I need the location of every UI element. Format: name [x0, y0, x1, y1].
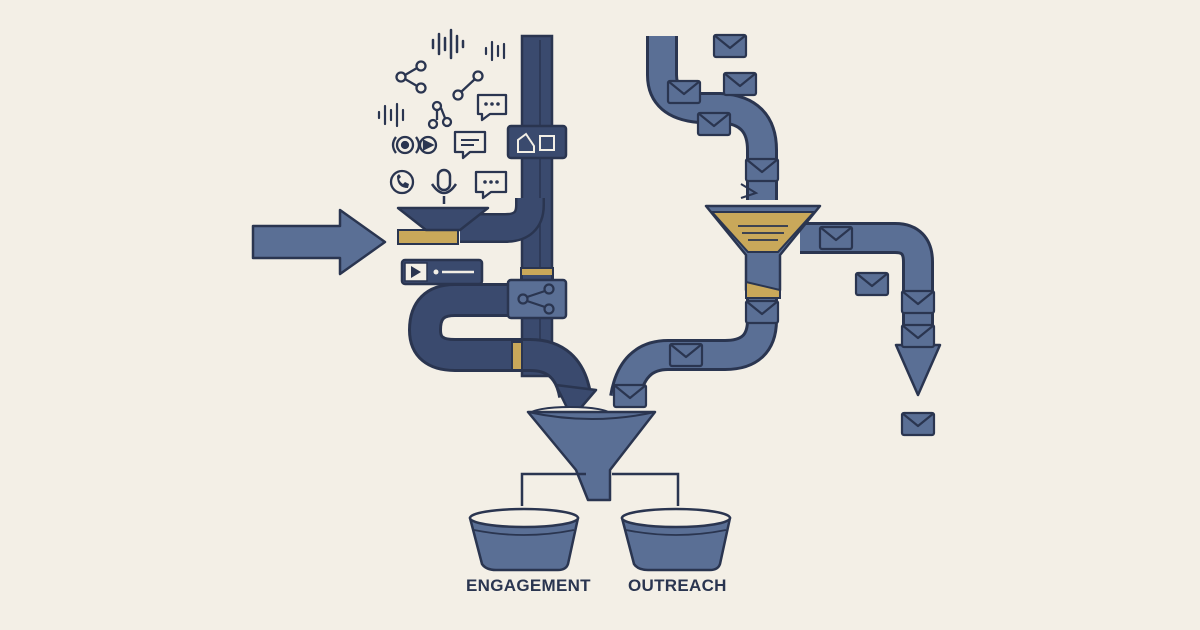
sound-wave-icon [484, 40, 506, 62]
sound-wave-icon [431, 28, 465, 60]
audio-icon [418, 135, 438, 155]
envelope-icon [744, 299, 780, 325]
envelope-icon [666, 79, 702, 105]
image-gallery-icon [506, 124, 568, 160]
share-network-icon [452, 70, 484, 101]
bucket-icon [620, 507, 732, 572]
envelope-icon [818, 225, 854, 251]
outreach-label: OUTREACH [628, 576, 727, 595]
right-lower-pipe [609, 255, 778, 402]
right-output-pipe [800, 222, 934, 345]
gold-funnel-icon [704, 204, 822, 299]
bucket-icon [468, 507, 580, 572]
envelope-icon [612, 383, 648, 409]
envelope-icon [722, 71, 758, 97]
chat-bubble-icon [476, 93, 508, 122]
envelope-icon [668, 342, 704, 368]
share-network-icon [427, 100, 453, 130]
small-funnel-icon [396, 206, 490, 232]
envelope-icon [900, 411, 936, 437]
video-player-icon [400, 258, 484, 286]
audio-icon [391, 135, 421, 155]
envelope-icon [900, 323, 936, 349]
chat-bubble-icon [453, 130, 487, 160]
right-top-pipe [646, 36, 778, 200]
branch-lines [520, 472, 680, 506]
input-arrow-icon [251, 208, 387, 276]
arrow-down-icon [740, 183, 759, 199]
envelope-icon [712, 33, 748, 59]
chat-bubble-icon [474, 170, 508, 200]
engagement-label: ENGAGEMENT [466, 576, 591, 595]
arrow-down-icon [894, 343, 942, 397]
envelope-icon [900, 289, 936, 315]
sound-wave-icon [377, 102, 405, 128]
envelope-icon [744, 157, 780, 183]
share-network-icon [395, 60, 427, 94]
envelope-icon [696, 111, 732, 137]
main-funnel-icon [526, 406, 657, 502]
phone-chat-icon [389, 169, 415, 195]
microphone-icon [430, 168, 458, 204]
envelope-icon [854, 271, 890, 297]
connector-pipe [397, 198, 545, 245]
share-box-icon [506, 278, 568, 320]
